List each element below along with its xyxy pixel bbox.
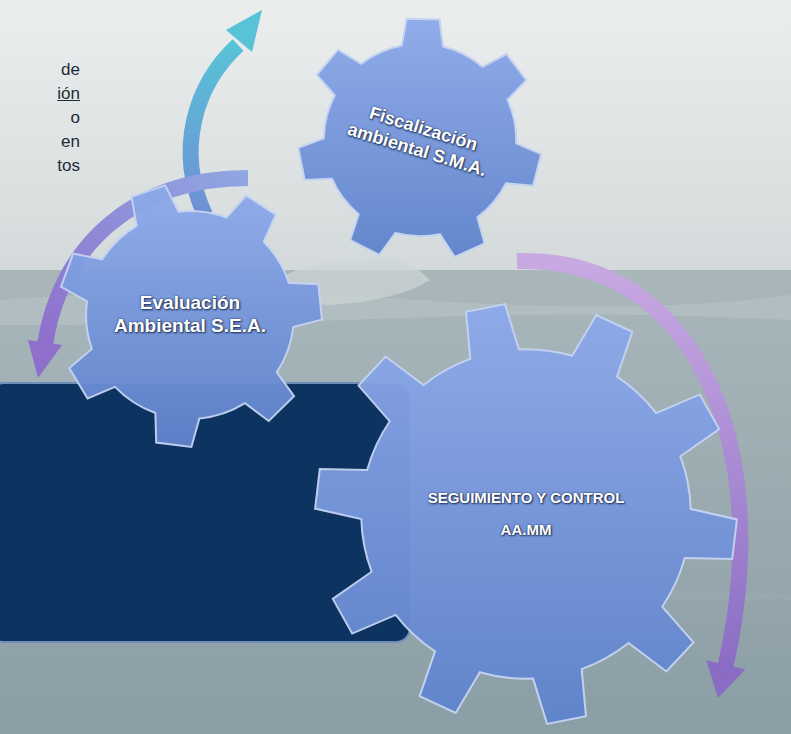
arrow-head <box>28 340 62 378</box>
cycle-arrow <box>191 45 238 215</box>
gear-label: Fiscalización ambiental S.M.A. <box>340 97 501 184</box>
cut-text-fragment: o <box>40 108 80 128</box>
gear-shape <box>312 300 740 728</box>
gear-text-area: SEGUIMIENTO Y CONTROL AA.MM <box>312 300 740 728</box>
gear-node: SEGUIMIENTO Y CONTROL AA.MM <box>312 300 740 728</box>
gear-label: AA.MM <box>501 521 552 539</box>
arrow-head <box>226 10 262 52</box>
gear-node: Fiscalización ambiental S.M.A. <box>295 15 545 265</box>
gear-label: SEGUIMIENTO Y CONTROL <box>428 489 625 507</box>
gear-text-area: Fiscalización ambiental S.M.A. <box>264 0 576 296</box>
cut-text-fragment: ión <box>40 84 80 104</box>
cut-text-fragment: de <box>40 60 80 80</box>
arrow-head <box>706 660 745 698</box>
gear-node: Evaluación Ambiental S.E.A. <box>55 180 325 450</box>
gear-text-area: Evaluación Ambiental S.E.A. <box>55 180 325 450</box>
gear-label: Evaluación Ambiental S.E.A. <box>106 292 273 338</box>
cut-text-fragment: en <box>40 132 80 152</box>
cut-text-fragment: tos <box>40 156 80 176</box>
